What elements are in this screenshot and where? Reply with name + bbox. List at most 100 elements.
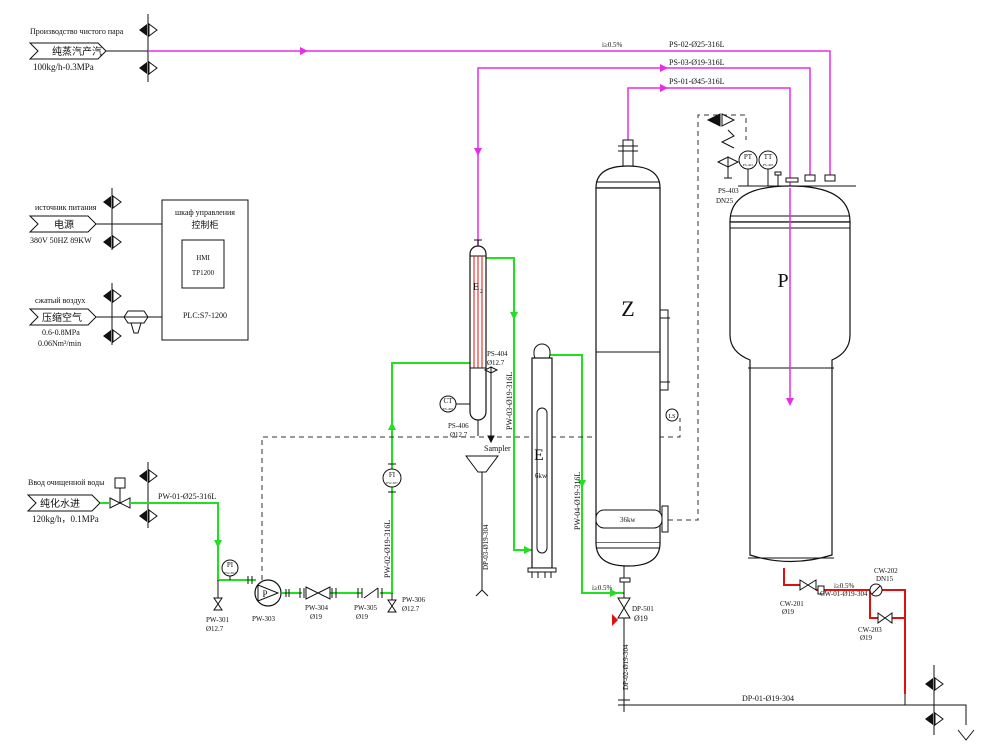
ps403-size: DN25	[716, 197, 734, 205]
inlet-actuated-valve-icon[interactable]	[109, 477, 131, 509]
hmi-panel[interactable]	[181, 239, 225, 289]
ct-label: CT	[444, 397, 454, 405]
ls-level-switch: LS	[665, 408, 679, 422]
pipe-label-dp01: DP-01-Ø19-304	[742, 694, 794, 703]
compressed-air-spec2: 0.06Nm³/min	[38, 339, 81, 348]
pi-tag: PW-302	[224, 571, 236, 575]
boundary-arrow-icon	[139, 23, 158, 75]
ps404-size: Ø12.7	[487, 359, 505, 367]
pw301-label: PW-301	[206, 616, 229, 624]
pipe-label-pw01: PW-01-Ø25-316L	[158, 492, 216, 501]
power-supply-spec: 380V 50HZ 89KW	[30, 236, 92, 245]
hmi-label: HMI	[196, 254, 210, 262]
boundary-arrow-icon	[103, 289, 122, 343]
cw-201-valve-icon[interactable]	[799, 579, 825, 595]
cw-203-valve-icon[interactable]	[877, 612, 893, 624]
pi-label: PI	[227, 561, 234, 569]
condenser-e2[interactable]: E 2	[469, 239, 487, 428]
pump-label: P	[262, 589, 267, 599]
sampler-label: Sampler	[484, 444, 511, 453]
cw201-size: Ø19	[782, 608, 795, 616]
pw306-label: PW-306	[402, 596, 425, 604]
e-heater-power: 6kw	[535, 472, 548, 480]
p-label: P	[777, 270, 788, 292]
steam-supply-tag-box	[28, 42, 107, 60]
dp501-size: Ø19	[634, 614, 648, 623]
slope-label-2: i≥0.5%	[592, 584, 613, 592]
pw305-label: PW-305	[354, 604, 377, 612]
pw304-label: PW-304	[305, 604, 328, 612]
ct-tag: PS-405	[443, 407, 454, 411]
pt-transmitter: PT PS-401	[738, 150, 758, 186]
cw201-label: CW-201	[780, 600, 804, 608]
z-heater-power: 36kw	[620, 516, 637, 524]
ps-403-safety-valve-icon[interactable]	[706, 113, 740, 179]
pipe-label-pw03: PW-03-Ø19-316L	[505, 372, 514, 430]
water-flow-arrows	[214, 312, 618, 597]
steam-supply-title: Производство чистого пара	[30, 27, 124, 36]
pipe-label-dp03: DP-03-Ø19-304	[482, 524, 490, 570]
ps406-size: Ø12.7	[450, 431, 468, 439]
slope-label-3: i≥0.5%	[834, 582, 855, 590]
water-inlet-tag: 纯化水进	[40, 497, 80, 510]
column-z[interactable]: Z 36kw	[595, 139, 670, 583]
dp-501-valve-icon[interactable]	[612, 597, 631, 626]
steam-supply-tag: 纯蒸汽产汽	[52, 45, 102, 58]
drain-funnel-icon	[465, 455, 499, 597]
boundary-arrow-icon	[925, 677, 944, 726]
cw-202-filter-icon[interactable]	[869, 583, 883, 597]
compressed-air-spec1: 0.6-0.8MPa	[42, 328, 80, 337]
ps-404-valve-icon[interactable]	[483, 366, 499, 374]
ls-label: LS	[668, 414, 675, 420]
plc-label: PLC:S7-1200	[183, 311, 227, 320]
steam-supply-spec: 100kg/h-0.3MPa	[33, 62, 94, 72]
dp501-label: DP-501	[632, 605, 654, 613]
pt-tag: PS-401	[743, 163, 754, 167]
cw202-label: CW-202	[874, 567, 898, 575]
water-inlet-spec: 120kg/h，0.1MPa	[32, 514, 99, 524]
ps403-label: PS-403	[718, 187, 739, 195]
water-pump-icon[interactable]: P	[247, 576, 290, 607]
heater-e[interactable]: E 6kw	[527, 343, 557, 578]
signal-lines	[261, 114, 747, 580]
z-label: Z	[621, 296, 634, 321]
pw-301-drain-valve[interactable]	[213, 580, 223, 611]
power-supply-tag: 电源	[54, 218, 74, 231]
ps404-label: PS-404	[487, 350, 508, 358]
pw306-size: Ø12.7	[402, 605, 420, 613]
ps406-label: PS-406	[448, 422, 469, 430]
air-filter-icon	[123, 310, 149, 334]
pw-304-butterfly-valve[interactable]	[299, 586, 337, 600]
ct-sensor: CT PS-405	[439, 395, 470, 413]
cabinet-title-ru: шкаф управления	[175, 208, 235, 217]
hmi-model: TP1200	[192, 269, 215, 277]
power-supply-group: источник питания 电源 380V 50HZ 89KW	[28, 188, 162, 250]
cooling-water-pipes	[783, 568, 906, 694]
fi-tag: PW-307	[386, 481, 398, 485]
pipe-label-pw02: PW-02-Ø19-316L	[383, 520, 392, 578]
water-inlet-title: Ввод очищенной воды	[28, 478, 105, 487]
fi-label: FI	[389, 471, 396, 479]
pipe-ps02	[148, 50, 831, 175]
pw301-size: Ø12.7	[206, 625, 224, 633]
pw-305-check-valve[interactable]	[357, 587, 383, 599]
pw304-size: Ø19	[310, 613, 323, 621]
pipe-label-cw01: CW-01-Ø19-304	[820, 590, 868, 598]
pt-label: PT	[744, 153, 753, 161]
boundary-arrow-icon	[103, 195, 122, 249]
sampler-line	[477, 373, 495, 444]
pipe-ps03	[477, 67, 811, 245]
vessel-p[interactable]: P	[729, 171, 856, 563]
pipe-label-ps03: PS-03-Ø19-316L	[669, 58, 725, 67]
compressed-air-tag: 压缩空气	[42, 311, 82, 324]
tt-label: TT	[764, 153, 773, 161]
cabinet-title-cn: 控制柜	[191, 219, 218, 230]
compressed-air-title: сжатый воздух	[35, 296, 85, 305]
tt-transmitter: TT PS-402	[758, 150, 778, 186]
power-supply-title: источник питания	[35, 203, 97, 212]
pw-306-drain-valve[interactable]	[387, 593, 397, 613]
e2-subscript: 2	[480, 289, 483, 295]
boundary-arrow-icon	[139, 469, 158, 523]
pipe-label-dp02: DP-02-Ø19-304	[622, 644, 630, 690]
e2-label: E	[473, 282, 479, 293]
